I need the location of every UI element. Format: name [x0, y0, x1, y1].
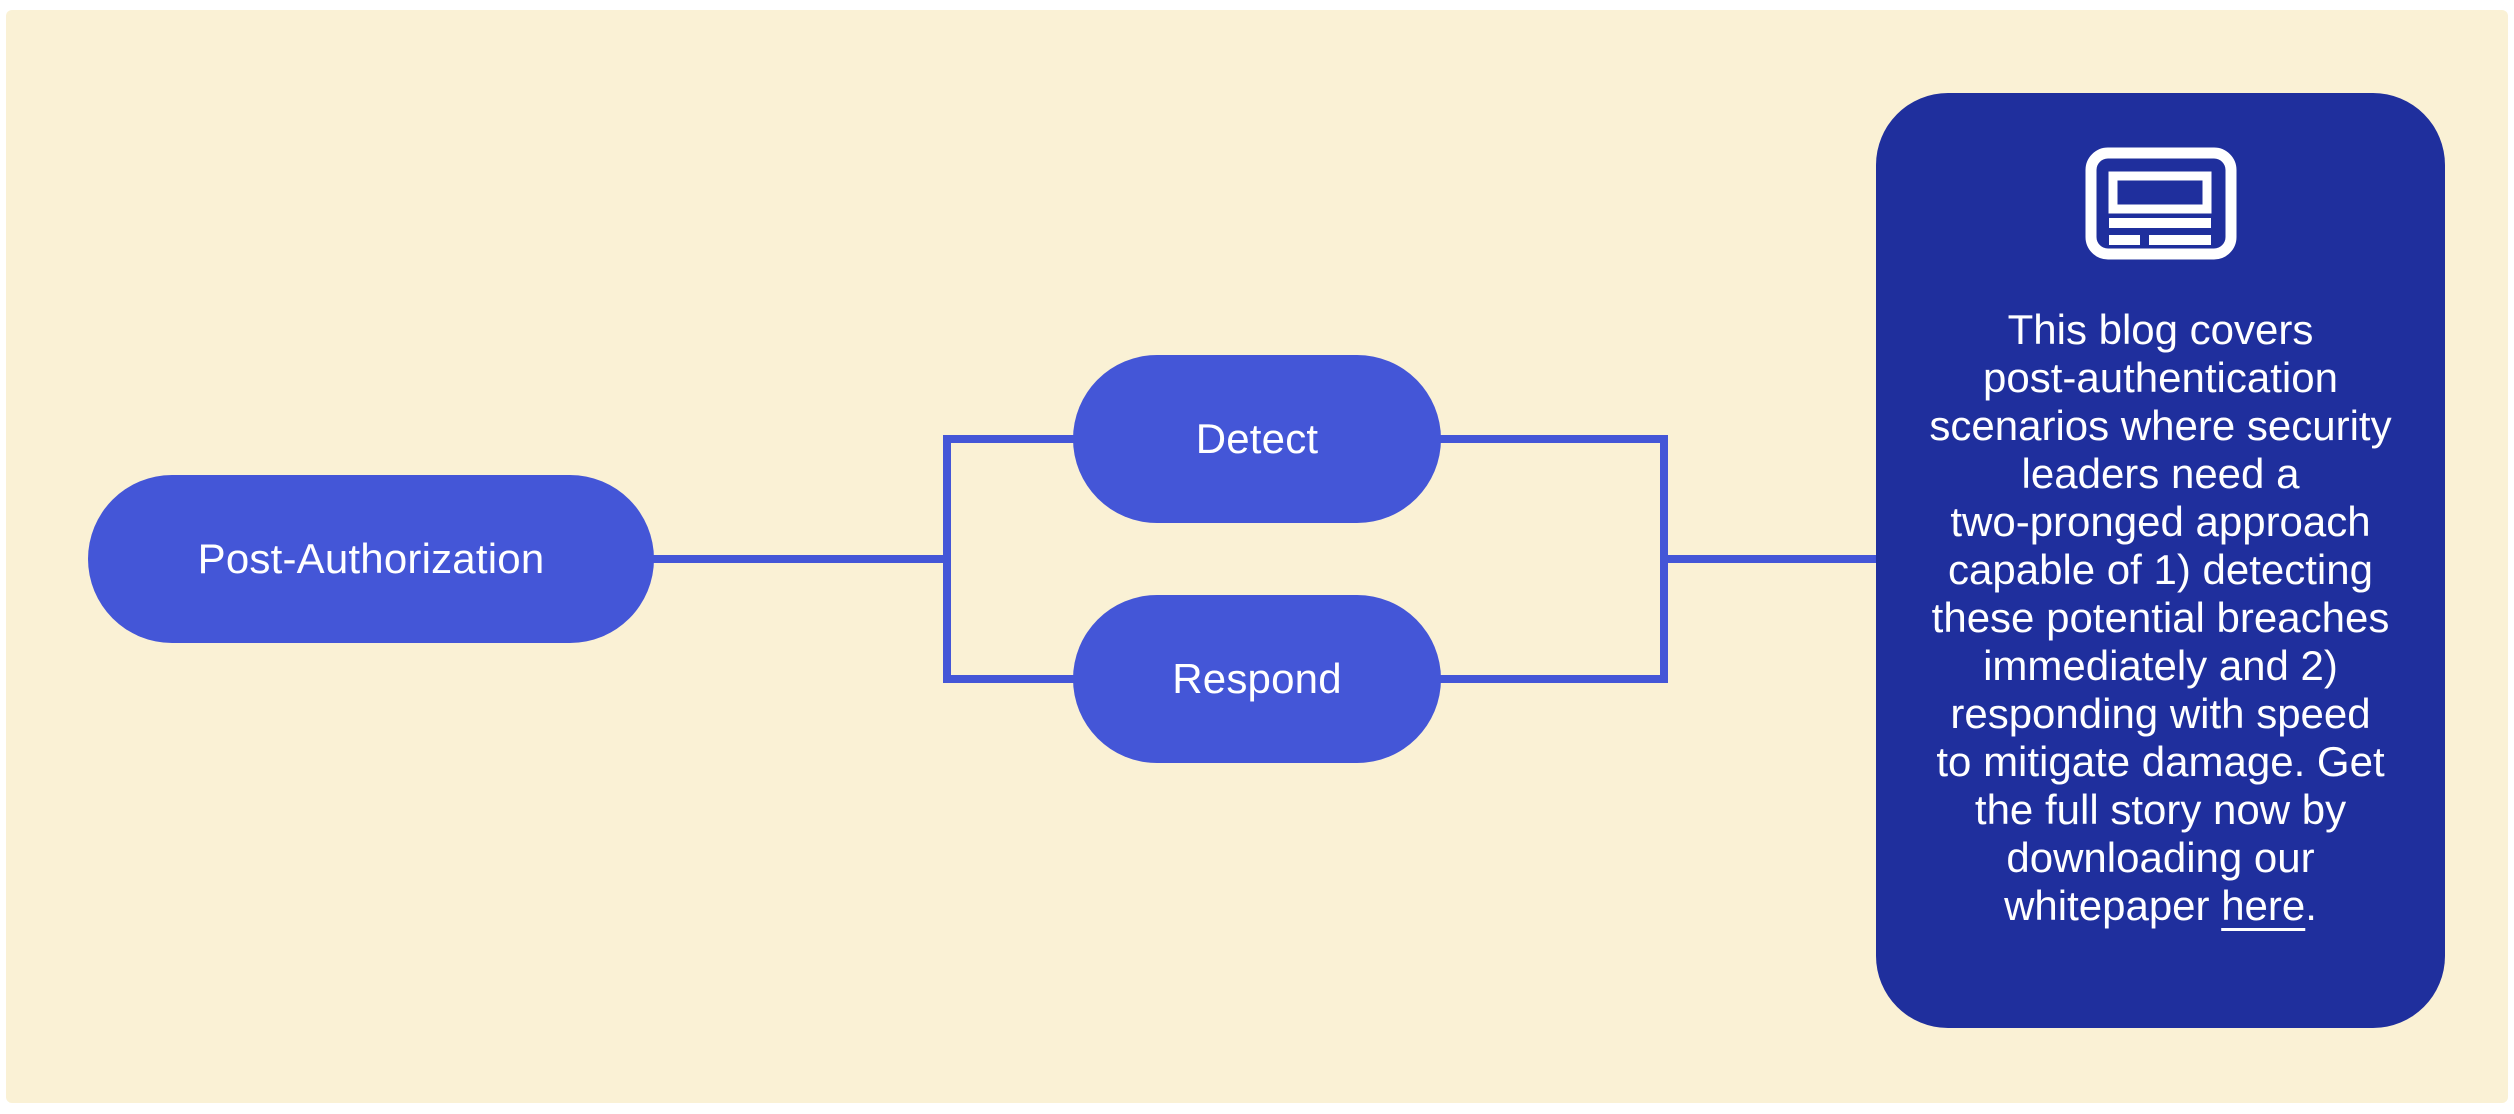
- card-line-last-prefix: whitepaper: [2004, 882, 2222, 929]
- node-post-authorization: Post-Authorization: [88, 475, 654, 643]
- card-line: immediately and 2): [1983, 642, 2338, 689]
- card-line: the full story now by: [1974, 786, 2347, 833]
- whitepaper-link[interactable]: here: [2221, 882, 2306, 929]
- connector-left-bracket: [943, 435, 951, 683]
- card-line: responding with speed: [1950, 690, 2371, 737]
- card-text: This blog covers post-authentication sce…: [1876, 306, 2445, 930]
- card-line: to mitigate damage. Get: [1936, 738, 2385, 785]
- info-card: This blog covers post-authentication sce…: [1876, 93, 2445, 1028]
- card-line: This blog covers: [2007, 306, 2314, 353]
- card-line: downloading our: [2006, 834, 2315, 881]
- node-respond: Respond: [1073, 595, 1441, 763]
- card-line: leaders need a: [2021, 450, 2300, 497]
- node-respond-label: Respond: [1172, 655, 1342, 702]
- card-line: capable of 1) detecting: [1948, 546, 2373, 593]
- node-detect: Detect: [1073, 355, 1441, 523]
- connector-root-to-bracket: [646, 555, 951, 563]
- card-line: scenarios where security: [1929, 402, 2392, 449]
- card-line: these potential breaches: [1931, 594, 2390, 641]
- connector-bracket-to-card: [1660, 555, 1878, 563]
- card-line-last: whitepaper here.: [1906, 882, 2415, 930]
- card-line: two-pronged approach: [1950, 498, 2371, 545]
- node-detect-label: Detect: [1195, 415, 1319, 462]
- card-line: post-authentication: [1983, 354, 2338, 401]
- card-line-last-suffix: .: [2305, 882, 2317, 929]
- node-post-authorization-label: Post-Authorization: [197, 535, 545, 582]
- flow-canvas: Post-Authorization Detect Respond This b…: [6, 10, 2508, 1103]
- newspaper-icon: [2085, 147, 2237, 260]
